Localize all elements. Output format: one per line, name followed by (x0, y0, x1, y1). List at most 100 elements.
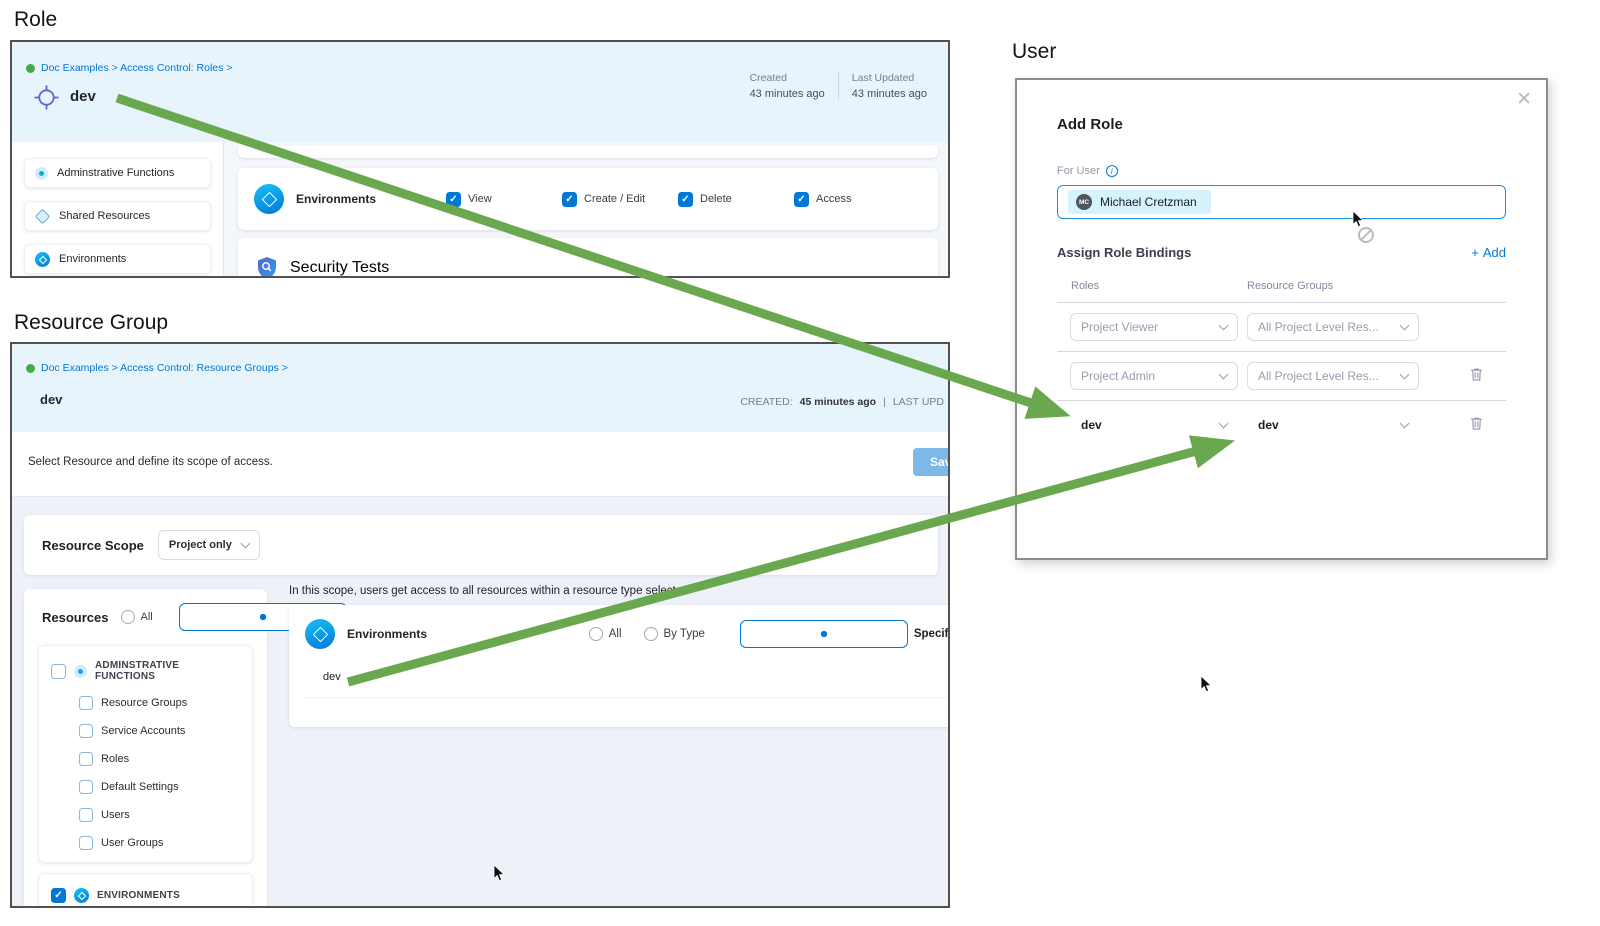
save-button[interactable]: Save (913, 448, 948, 476)
role-binding-row: Project Admin All Project Level Res... (1057, 351, 1506, 400)
user-section-heading: User (1012, 40, 1057, 63)
role-select-value: Project Admin (1081, 369, 1156, 383)
resource-scope-select[interactable]: Project only (157, 530, 260, 560)
view-checkbox[interactable]: ✓ (446, 191, 461, 207)
resource-group-select[interactable]: All Project Level Res... (1247, 362, 1419, 390)
user-name: Michael Cretzman (1100, 195, 1197, 209)
chevron-down-icon (1399, 320, 1410, 331)
meta-divider: | (883, 396, 886, 408)
sidebar-item-administrative-functions[interactable]: Adminstrative Functions (24, 158, 211, 188)
security-tests-shield-icon (258, 257, 276, 276)
environments-scope-card: Environments All By Type Specified (289, 605, 948, 727)
tree-parent-label: ENVIRONMENTS (97, 890, 180, 901)
radio-icon[interactable] (643, 627, 658, 641)
permission-view: ✓ View (446, 191, 562, 207)
resource-group-select-value: All Project Level Res... (1258, 320, 1379, 334)
close-icon[interactable]: ✕ (1516, 89, 1532, 110)
create-edit-checkbox[interactable]: ✓ (562, 191, 577, 207)
users-checkbox[interactable] (79, 808, 93, 822)
resource-group-content: Resource Scope Project only Resources Al… (12, 497, 948, 906)
tree-item-roles[interactable]: Roles (79, 752, 242, 766)
tree-item-label: Roles (101, 753, 130, 765)
add-binding-button[interactable]: + Add (1471, 245, 1506, 260)
role-target-icon (34, 85, 59, 110)
meta-divider (837, 72, 839, 100)
specified-environment-dev: dev (323, 671, 341, 683)
administrative-functions-checkbox[interactable] (51, 663, 66, 679)
user-chip[interactable]: MC Michael Cretzman (1068, 190, 1211, 214)
last-updated-value: 43 minutes ago (851, 88, 927, 100)
resource-group-toolbar: Select Resource and define its scope of … (12, 432, 948, 497)
resource-group-select[interactable]: All Project Level Res... (1247, 313, 1419, 341)
role-select[interactable]: dev (1070, 411, 1238, 439)
scope-radio-specified[interactable]: Specified (727, 620, 948, 648)
resources-radio-all[interactable]: All (121, 610, 153, 624)
delete-checkbox[interactable]: ✓ (678, 191, 693, 207)
role-panel: Doc Examples > Access Control: Roles > d… (10, 40, 950, 278)
sidebar-item-label: Shared Resources (59, 210, 151, 222)
resource-name: Security Tests (290, 259, 390, 276)
project-dot-icon (26, 63, 35, 73)
scope-radio-all[interactable]: All (588, 627, 622, 641)
tree-item-users[interactable]: Users (79, 808, 242, 822)
user-select-input[interactable]: MC Michael Cretzman (1057, 185, 1506, 219)
chevron-down-icon (240, 538, 251, 549)
tree-item-default-settings[interactable]: Default Settings (79, 780, 242, 794)
tree-item-label: User Groups (101, 837, 164, 849)
administrative-functions-group: ADMINSTRATIVE FUNCTIONS Resource Groups … (38, 645, 253, 863)
environments-checkbox[interactable]: ✓ (51, 888, 66, 903)
resource-group-section-heading: Resource Group (14, 311, 169, 334)
administrative-functions-icon (74, 664, 87, 678)
modal-title: Add Role (1057, 116, 1123, 133)
delete-binding-button[interactable] (1469, 366, 1484, 387)
resource-scope-card: Resource Scope Project only (24, 515, 938, 575)
role-permissions-area: Environments ✓ View ✓ Create / Edit ✓ De… (224, 142, 948, 276)
tree-item-resource-groups[interactable]: Resource Groups (79, 696, 242, 710)
delete-binding-button[interactable] (1469, 415, 1484, 436)
role-select-value: Project Viewer (1081, 320, 1159, 334)
breadcrumb-text[interactable]: Doc Examples > Access Control: Roles > (41, 62, 233, 74)
tree-item-label: Default Settings (101, 781, 179, 793)
role-select[interactable]: Project Admin (1070, 362, 1238, 390)
sidebar-item-environments[interactable]: Environments (24, 244, 211, 274)
scope-radio-by-type[interactable]: By Type (643, 627, 705, 641)
plus-icon: + (1471, 245, 1479, 260)
breadcrumb[interactable]: Doc Examples > Access Control: Resource … (26, 362, 288, 374)
breadcrumb[interactable]: Doc Examples > Access Control: Roles > (26, 62, 232, 74)
radio-icon[interactable] (588, 627, 603, 641)
shared-resources-icon (34, 208, 51, 224)
resource-group-select[interactable]: dev (1247, 411, 1419, 439)
breadcrumb-text[interactable]: Doc Examples > Access Control: Resource … (41, 362, 288, 374)
assign-role-bindings-label: Assign Role Bindings (1057, 245, 1192, 260)
resource-group-select-value: dev (1258, 418, 1279, 432)
chevron-down-icon (1218, 369, 1229, 380)
tree-item-service-accounts[interactable]: Service Accounts (79, 724, 242, 738)
radio-icon[interactable] (121, 610, 136, 624)
service-accounts-checkbox[interactable] (79, 724, 93, 738)
tree-item-user-groups[interactable]: User Groups (79, 836, 242, 850)
tree-parent-administrative-functions[interactable]: ADMINSTRATIVE FUNCTIONS (51, 660, 242, 682)
resource-scope-value: Project only (168, 539, 232, 551)
administrative-functions-icon (35, 166, 48, 180)
created-label: Created (749, 72, 787, 84)
tree-parent-environments[interactable]: ✓ ENVIRONMENTS (51, 888, 242, 903)
created-value: 45 minutes ago (799, 396, 877, 408)
roles-checkbox[interactable] (79, 752, 93, 766)
resources-column: Resources All Specified ADMINSTRATIVE F (24, 589, 401, 906)
resource-group-panel: Doc Examples > Access Control: Resource … (10, 342, 950, 908)
role-binding-row: Project Viewer All Project Level Res... (1057, 302, 1506, 351)
scope-subtitle: Select Resource and define its scope of … (28, 456, 273, 468)
role-select[interactable]: Project Viewer (1070, 313, 1238, 341)
role-binding-row-dev: dev dev (1057, 400, 1506, 449)
default-settings-checkbox[interactable] (79, 780, 93, 794)
sidebar-item-shared-resources[interactable]: Shared Resources (24, 201, 211, 231)
role-section-heading: Role (14, 8, 58, 31)
environments-icon (74, 888, 89, 903)
permission-access: ✓ Access (794, 191, 910, 207)
info-icon[interactable]: i (1105, 165, 1118, 177)
access-checkbox[interactable]: ✓ (794, 191, 809, 207)
resource-groups-checkbox[interactable] (79, 696, 93, 710)
radio-icon[interactable] (739, 620, 908, 648)
role-sidebar: Adminstrative Functions Shared Resources… (12, 142, 224, 276)
user-groups-checkbox[interactable] (79, 836, 93, 850)
